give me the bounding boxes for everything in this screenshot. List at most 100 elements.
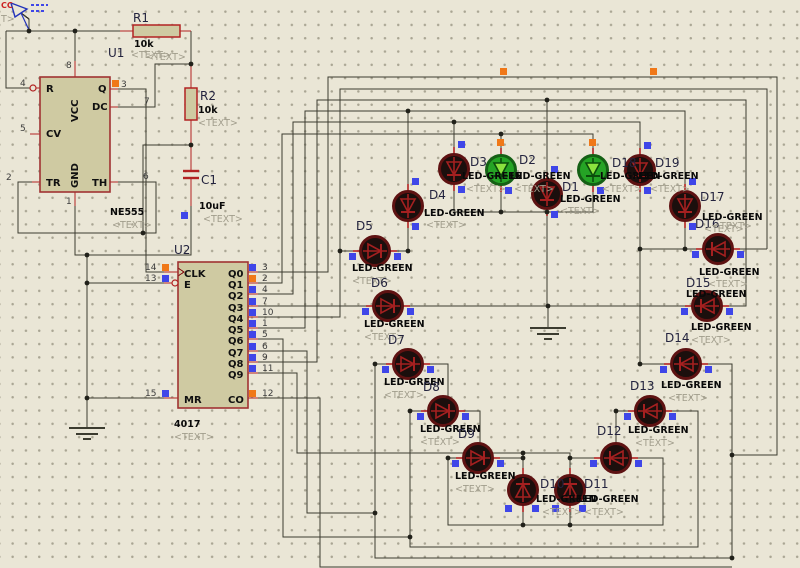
led-D14[interactable] [664,348,708,380]
pin-marker-blue [417,413,424,420]
label: 8 [66,61,72,71]
wire[interactable] [453,184,594,213]
label: 10uF [199,201,225,212]
led-anode-triangle [367,242,383,260]
junction-dot [545,303,551,309]
pin-marker-blue [497,460,504,467]
label: D6 [371,276,388,290]
junction-dot [445,455,451,461]
wire[interactable] [256,88,768,318]
pin-marker-blue [635,460,642,467]
wire[interactable] [390,221,409,252]
wire[interactable] [256,110,686,329]
pin-marker-orange [500,68,507,75]
label: D5 [356,219,373,233]
label: Q [98,84,107,95]
wire[interactable] [118,63,191,108]
led-D3[interactable] [438,147,470,191]
junction-dot [520,455,526,461]
pin-marker-orange [162,264,169,271]
wire[interactable] [17,181,157,234]
label: Q3 [228,303,244,314]
wire[interactable] [256,99,747,363]
resistor-r2[interactable] [184,87,198,121]
label: 15 [145,389,156,399]
led-D9[interactable] [456,442,500,474]
led-D8[interactable] [421,395,465,427]
led-D13[interactable] [628,395,672,427]
label: LED-GREEN [600,171,661,182]
label: 1 [66,197,72,207]
ground-symbol[interactable] [69,427,105,440]
led-D12[interactable] [594,442,638,474]
led-anode-triangle [710,240,726,258]
label: LED-GREEN [578,494,639,505]
label: LED-GREEN [661,380,722,391]
pin-marker-blue [689,223,696,230]
pin-marker-blue [249,354,256,361]
pin-marker-blue [689,178,696,185]
pin-marker-blue [505,505,512,512]
wire[interactable] [256,121,641,295]
power-vcc-symbol[interactable] [9,1,48,31]
wire[interactable] [256,76,778,456]
wire[interactable] [74,206,192,256]
pin-marker-blue [579,505,586,512]
led-anode-triangle [561,482,579,498]
junction-dot [613,408,619,414]
led-anode-triangle [470,449,486,467]
led-D11[interactable] [554,468,586,512]
wire[interactable] [447,457,664,526]
led-D4[interactable] [392,184,424,228]
led-D5[interactable] [353,235,397,267]
led-D10[interactable] [507,468,539,512]
wire[interactable] [256,397,732,568]
junction-dot [498,131,504,137]
clk-edge-icon [177,267,186,277]
wire[interactable] [5,31,30,89]
led-D15[interactable] [685,290,729,322]
pin-marker-orange [650,68,657,75]
label: D12 [597,424,622,438]
wire[interactable] [423,363,449,396]
label: Q8 [228,359,244,370]
led-D6[interactable] [366,290,410,322]
label: 6 [143,172,149,182]
led-D18[interactable] [577,148,609,192]
led-D7[interactable] [386,348,430,380]
4017-chip[interactable] [177,261,249,409]
junction-dot [188,61,194,67]
pin-marker-blue [394,253,401,260]
junction-dot [729,555,735,561]
junction-dot [637,361,643,367]
label: <TEXT> [542,507,582,518]
ground-symbol[interactable] [530,327,566,340]
led-D2[interactable] [485,148,517,192]
label: TR [46,178,61,189]
label: LED-GREEN [420,424,481,435]
wire[interactable] [118,88,164,273]
wire[interactable] [142,144,191,233]
wire[interactable] [20,12,30,31]
wire[interactable] [256,338,410,538]
label: 10 [262,308,274,318]
power-lead [20,12,30,31]
wire[interactable] [409,410,699,548]
pin-marker-blue [452,460,459,467]
label: <TEXT> [584,507,624,518]
led-D16[interactable] [696,233,740,265]
led-D19[interactable] [624,148,656,192]
led-anode-triangle [678,355,694,373]
label: <TEXT> [455,484,495,495]
pin-marker-blue [551,211,558,218]
label: CO [228,395,244,406]
ne555-chip[interactable] [39,76,111,193]
wire[interactable] [458,410,481,443]
resistor-r1[interactable] [132,24,181,38]
label: 6 [262,342,268,352]
led-D17[interactable] [669,184,701,228]
label: 2 [6,173,12,183]
led-D1[interactable] [531,172,563,216]
wire[interactable] [256,350,375,514]
